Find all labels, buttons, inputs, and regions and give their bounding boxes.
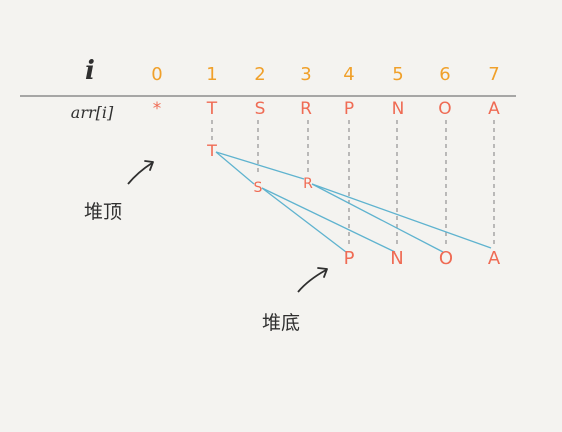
array-value-3: R: [300, 99, 312, 119]
edge-t-r: [215, 151, 305, 180]
heap-node-n: N: [390, 248, 403, 269]
index-2: 2: [254, 64, 265, 85]
heap-node-r: R: [303, 176, 313, 192]
heap-bottom-arrowhead: [317, 267, 328, 278]
edge-t-s: [215, 151, 255, 185]
heap-bottom-annotation: 堆底: [262, 267, 328, 334]
heap-top-label: 堆顶: [84, 201, 122, 223]
edge-r-a: [311, 183, 492, 249]
array-value-0: *: [153, 99, 162, 119]
array-value-1: T: [206, 99, 218, 119]
index-5: 5: [392, 64, 403, 85]
heap-top-arrow: [127, 162, 153, 185]
array-value-6: O: [438, 99, 451, 119]
heap-node-o: O: [439, 248, 453, 269]
heap-nodes: T S R P N O A: [206, 141, 501, 269]
array-value-5: N: [392, 99, 405, 119]
edge-s-n: [261, 187, 396, 253]
array-value-7: A: [488, 99, 500, 119]
edge-r-o: [311, 183, 444, 253]
index-row: 0 1 2 3 4 5 6 7: [151, 64, 499, 85]
heap-node-p: P: [344, 248, 355, 269]
heap-node-t: T: [206, 141, 217, 160]
heap-top-arrowhead: [144, 160, 154, 171]
heap-node-a: A: [488, 248, 501, 269]
array-value-row: * T S R P N O A: [153, 99, 500, 119]
heap-node-s: S: [254, 180, 263, 196]
edge-s-p: [261, 187, 347, 253]
array-value-2: S: [255, 99, 266, 119]
array-value-4: P: [344, 99, 354, 119]
index-label: i: [85, 56, 95, 86]
drop-lines: [211, 120, 495, 246]
index-1: 1: [206, 64, 217, 85]
index-3: 3: [300, 64, 311, 85]
index-0: 0: [151, 64, 162, 85]
index-7: 7: [488, 64, 499, 85]
array-label: arr[i]: [71, 103, 114, 122]
index-6: 6: [439, 64, 450, 85]
index-4: 4: [343, 64, 354, 85]
heap-bottom-arrow: [297, 269, 327, 293]
heap-edges: [215, 151, 492, 253]
heap-top-annotation: 堆顶: [84, 160, 154, 223]
heap-bottom-label: 堆底: [262, 312, 300, 334]
